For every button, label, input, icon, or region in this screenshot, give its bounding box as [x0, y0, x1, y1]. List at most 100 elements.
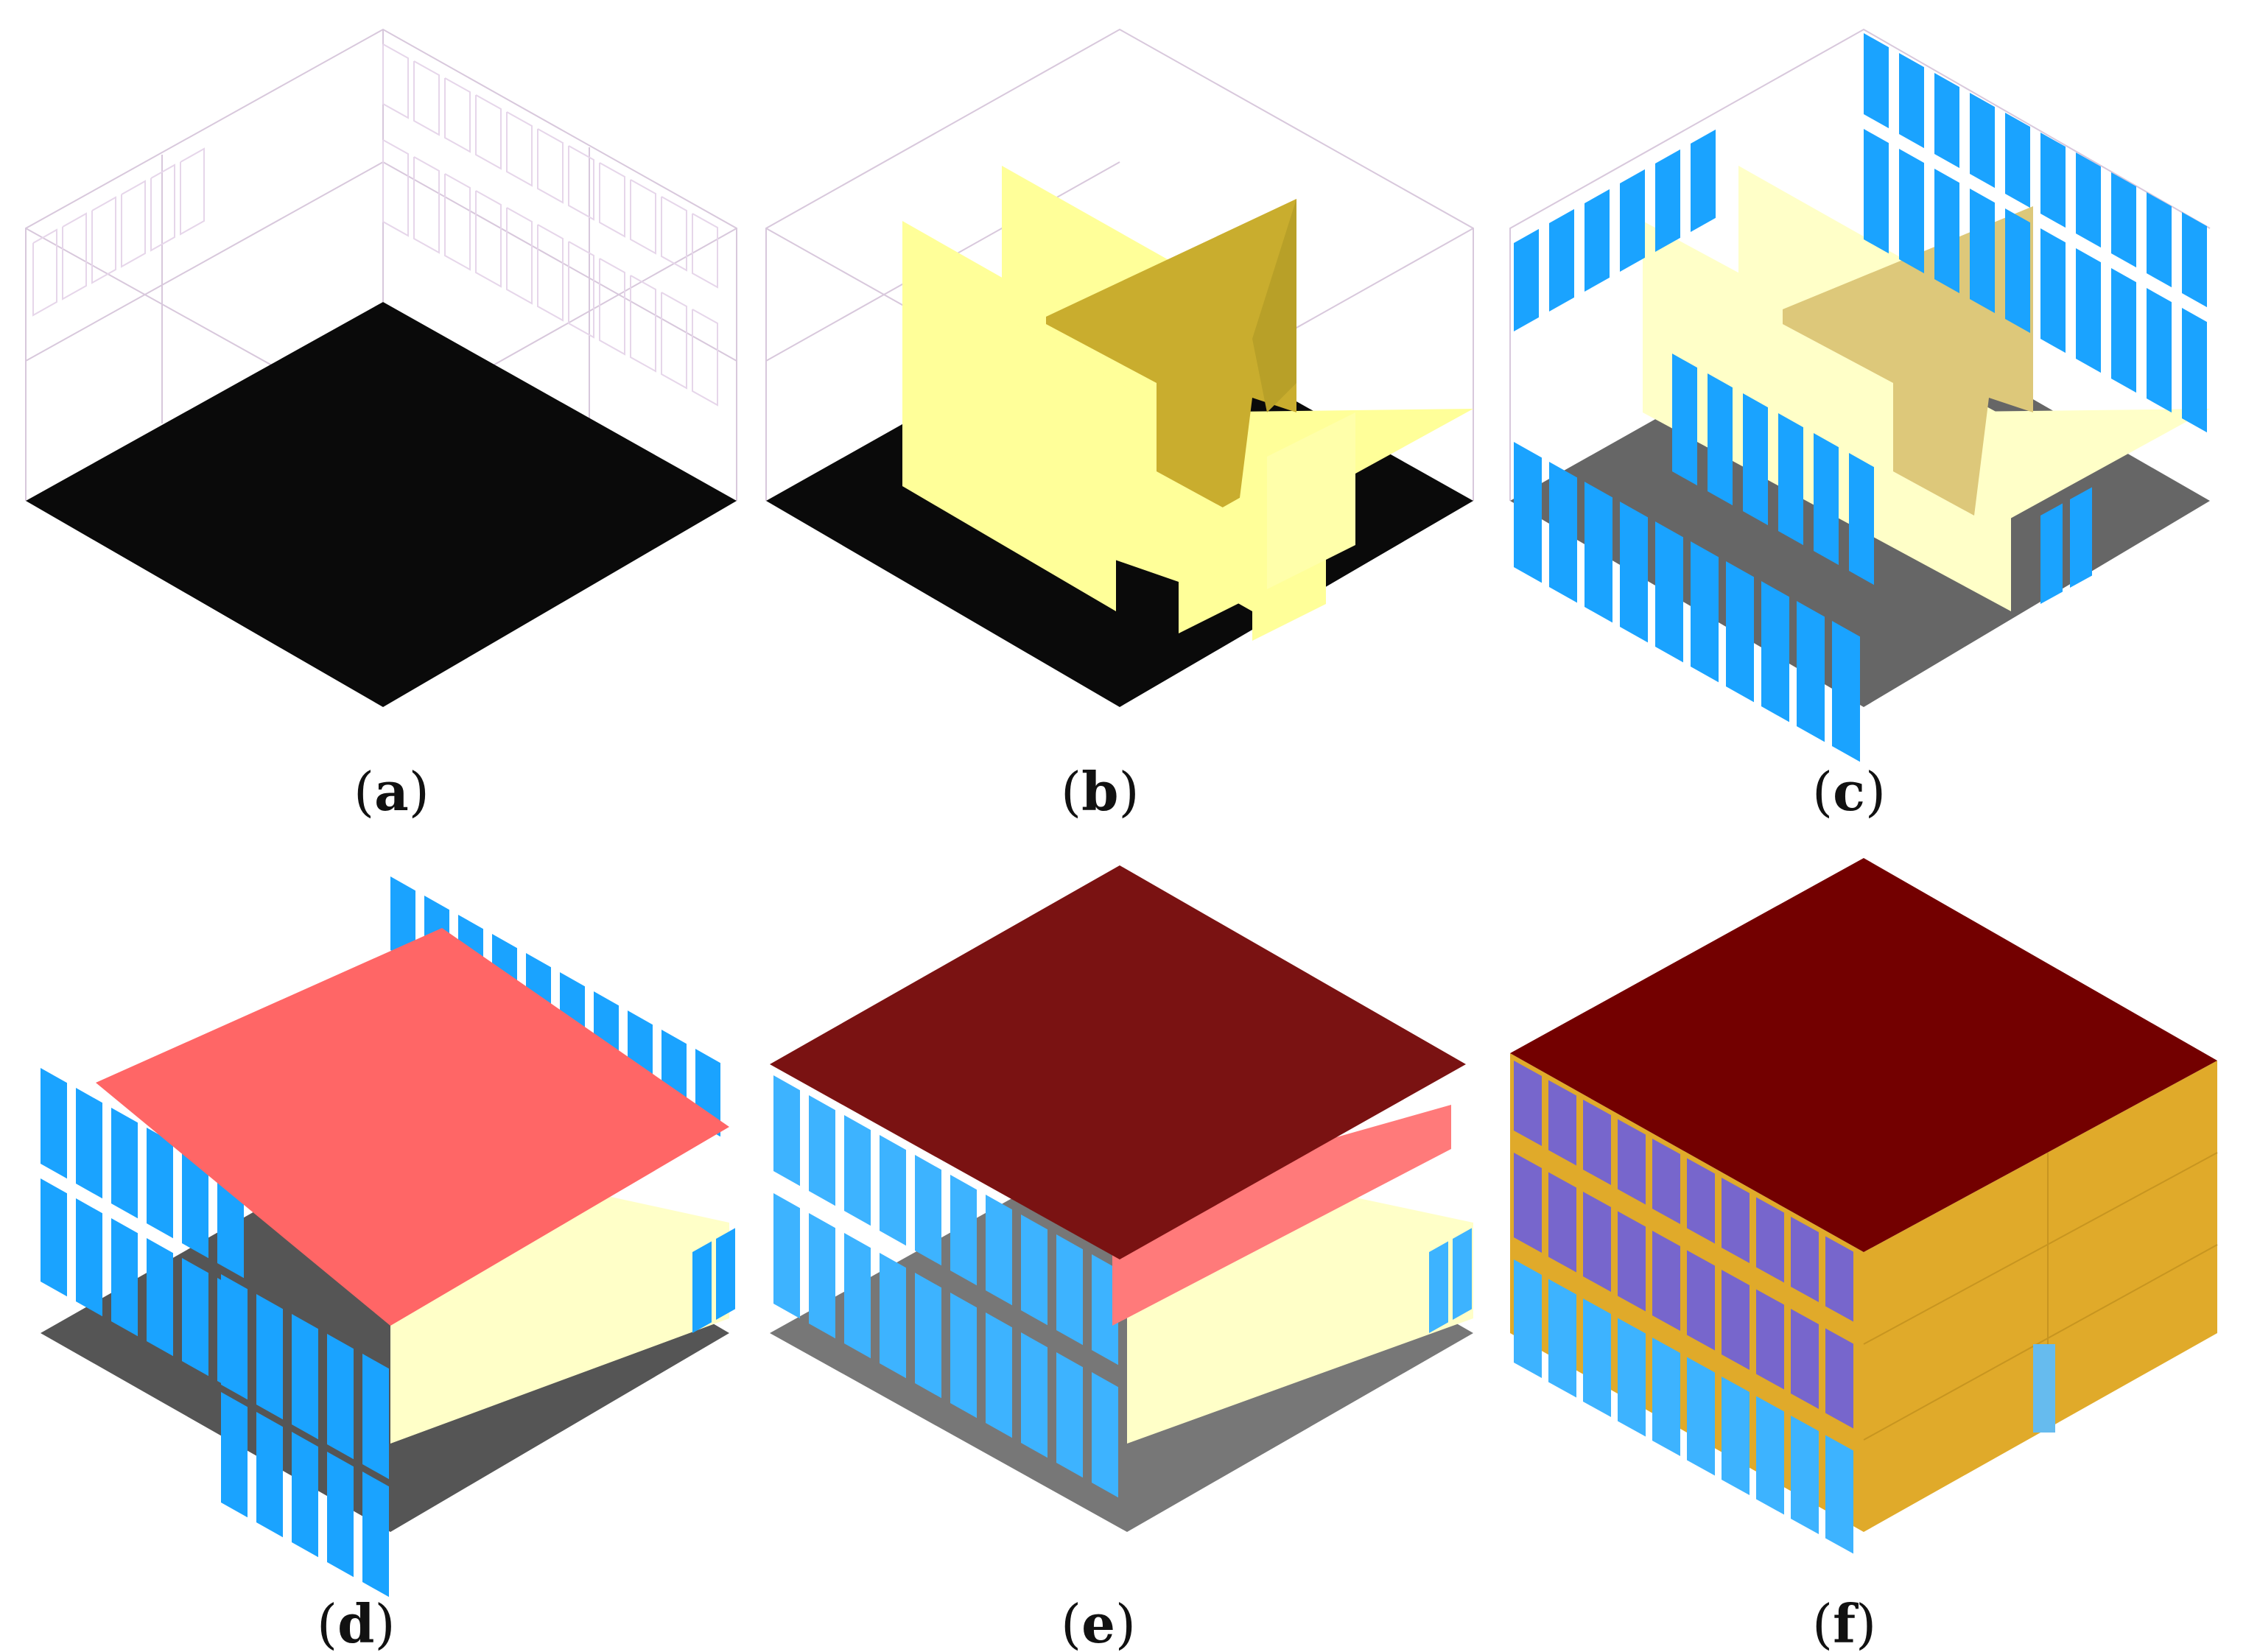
window-panel — [1791, 1416, 1819, 1534]
panel-f-complete-building: (f) — [1510, 858, 2218, 1652]
wireframe-louver — [537, 128, 564, 204]
wireframe-louver — [413, 156, 440, 254]
window-panel — [1864, 129, 1889, 254]
roof-slab — [770, 865, 1466, 1259]
louver-panel — [1548, 1080, 1576, 1166]
wall-dark-center — [1046, 199, 1296, 516]
caption-b: (b) — [1061, 760, 1140, 823]
window-panel — [1092, 1254, 1118, 1365]
wireframe-louver — [599, 162, 625, 238]
window-panel — [1618, 1318, 1646, 1437]
caption-a: (a) — [354, 760, 429, 823]
interior-wall-pale-right — [1908, 409, 2210, 530]
window-panel — [1655, 521, 1683, 663]
window-panel — [1687, 1357, 1715, 1476]
wireframe-louver — [62, 212, 87, 300]
window-panel — [1761, 581, 1789, 723]
window-panel — [1708, 373, 1733, 506]
window-panel — [390, 876, 415, 965]
window-panel — [221, 1392, 248, 1518]
window-panel — [773, 1075, 800, 1187]
louver-panel — [1687, 1250, 1715, 1351]
window-panel — [2005, 113, 2030, 208]
caption-e: (e) — [1061, 1592, 1136, 1652]
roof-slab — [1510, 858, 2217, 1252]
wireframe-louver — [91, 196, 116, 284]
window-panel — [1778, 413, 1803, 546]
window-panel — [2076, 248, 2101, 373]
window-panel — [1797, 601, 1825, 742]
window-panel — [1514, 1259, 1542, 1378]
window-panels — [773, 1075, 1472, 1498]
interior-wall-pale — [1643, 221, 2011, 611]
window-panel — [1655, 149, 1680, 252]
panel-a-building-wireframe: (a) — [25, 28, 737, 823]
window-panel — [1814, 433, 1839, 566]
wireframe-louvers — [32, 43, 718, 407]
window-panel — [692, 1241, 712, 1333]
window-panel — [986, 1312, 1012, 1438]
window-panel — [1726, 561, 1754, 703]
interior-walls — [902, 166, 1473, 641]
window-panel — [1585, 189, 1610, 292]
caption-c: (c) — [1812, 760, 1886, 823]
window-panel — [1672, 354, 1697, 486]
wireframe-louver — [692, 213, 718, 289]
wireframe-louver — [506, 111, 533, 187]
window-panel — [111, 1218, 138, 1337]
window-panel — [1899, 149, 1924, 274]
window-panel — [986, 1195, 1012, 1306]
window-panel — [147, 1128, 173, 1239]
window-panel — [327, 1452, 354, 1578]
louver-panel — [1756, 1197, 1784, 1283]
window-panel — [292, 1314, 318, 1440]
window-panel — [76, 1088, 102, 1199]
window-panel — [1514, 442, 1542, 583]
window-panel — [2111, 172, 2136, 268]
facade-right — [1864, 1061, 2217, 1532]
wireframe-louver — [475, 190, 502, 288]
louver-panel — [1825, 1236, 1853, 1322]
louver-panel — [1687, 1158, 1715, 1244]
wireframe-louver — [475, 94, 502, 170]
window-panel — [1899, 53, 1924, 149]
window-panel — [1691, 129, 1716, 232]
facade-windows — [1514, 1061, 1853, 1554]
window-panels — [1514, 33, 2207, 762]
wireframe-louver — [661, 196, 687, 272]
louver-panel — [1756, 1289, 1784, 1390]
window-panel — [256, 1294, 283, 1420]
window-panel — [147, 1238, 173, 1357]
window-panel — [292, 1432, 318, 1558]
window-panel — [111, 1108, 138, 1219]
window-panel — [2076, 152, 2101, 248]
window-panel — [2040, 228, 2066, 354]
window-panel — [1620, 502, 1648, 643]
louver-panel — [1791, 1217, 1819, 1302]
window-panel — [915, 1273, 941, 1399]
window-panel — [41, 1178, 67, 1297]
window-panel — [1092, 1372, 1118, 1498]
window-panel — [2040, 503, 2063, 604]
window-panel — [880, 1253, 906, 1379]
window-panel — [2040, 133, 2066, 228]
window-panel — [809, 1095, 835, 1206]
window-panel — [1934, 73, 1959, 169]
wireframe-louver — [568, 241, 594, 339]
window-panel — [1514, 228, 1539, 331]
window-panel — [2005, 208, 2030, 334]
window-panel — [809, 1213, 835, 1339]
window-panel — [1585, 482, 1612, 623]
window-panel — [1864, 33, 1889, 129]
window-panel — [1429, 1241, 1448, 1333]
window-panel — [221, 1274, 248, 1400]
intermediate-slab — [96, 928, 729, 1326]
wireframe-louver — [32, 228, 57, 317]
panel-b-interior-walls: (b) — [765, 28, 1474, 823]
window-panel — [1691, 541, 1719, 683]
louver-panel — [1618, 1211, 1646, 1312]
window-panel — [182, 1147, 208, 1259]
window-panel — [327, 1334, 354, 1460]
window-panel — [1970, 189, 1995, 314]
window-panel — [2147, 192, 2172, 288]
